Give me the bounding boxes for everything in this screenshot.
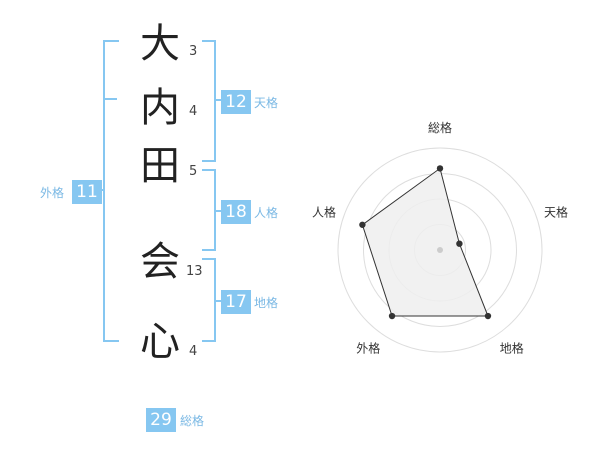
tenkaku-connector <box>214 99 222 101</box>
tenkaku-bracket <box>202 40 216 162</box>
stroke-count-5: 4 <box>189 344 198 359</box>
radar-point <box>456 240 463 247</box>
radar-center-dot <box>437 247 443 253</box>
tenkaku-value-badge: 12 <box>221 90 251 114</box>
radar-polygon <box>361 167 489 317</box>
radar-ring <box>337 147 543 353</box>
gaikaku-bracket-divider <box>103 98 117 100</box>
chikaku-label: 地格 <box>254 296 279 310</box>
chikaku-value-badge: 17 <box>221 290 251 314</box>
soukaku-value-badge: 29 <box>146 408 176 432</box>
radar-axis-label: 地格 <box>500 341 524 356</box>
tenkaku-label: 天格 <box>254 96 279 110</box>
radar-axis-label: 外格 <box>356 341 380 356</box>
radar-axis-label: 人格 <box>312 204 336 219</box>
gaikaku-bracket <box>103 40 119 342</box>
name-char-5: 心 <box>140 319 180 365</box>
radar-axis-label: 天格 <box>544 204 568 219</box>
name-char-4: 会 <box>140 239 180 285</box>
jinkaku-value-badge: 18 <box>221 200 251 224</box>
jinkaku-connector <box>214 210 222 212</box>
radar-points <box>359 165 492 320</box>
radar-axis-label: 総格 <box>428 120 452 135</box>
gaikaku-label: 外格 <box>40 186 65 200</box>
radar-point <box>359 221 366 228</box>
soukaku-label: 総格 <box>180 414 205 428</box>
radar-point <box>484 312 492 320</box>
stroke-count-4: 13 <box>186 264 203 279</box>
jinkaku-label: 人格 <box>254 206 279 220</box>
gaikaku-value-badge: 11 <box>72 180 102 204</box>
stroke-count-1: 3 <box>189 44 198 59</box>
radar-point <box>388 312 396 320</box>
stroke-count-3: 5 <box>189 164 198 179</box>
name-char-1: 大 <box>140 21 180 67</box>
chikaku-connector <box>214 300 222 302</box>
stroke-count-2: 4 <box>189 104 198 119</box>
name-char-3: 田 <box>140 143 180 189</box>
name-char-2: 内 <box>140 85 180 131</box>
radar-point <box>436 165 444 172</box>
